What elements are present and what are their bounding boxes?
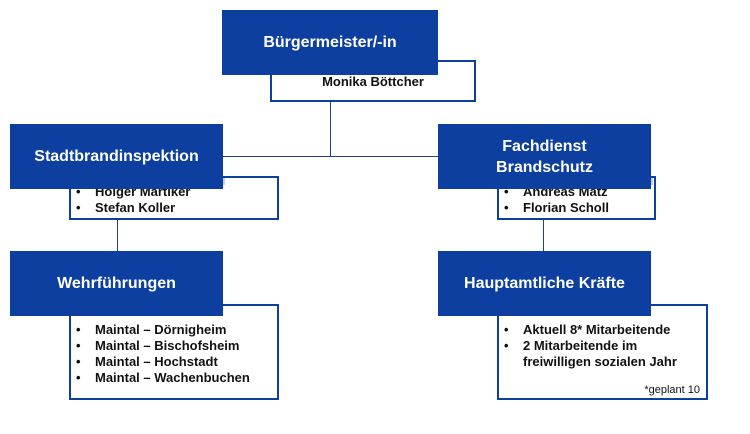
list-item: Stefan Koller [71, 200, 277, 216]
mayor-title: Bürgermeister/-in [263, 34, 397, 51]
list-item: Florian Scholl [499, 200, 654, 216]
connector-left-vertical [117, 219, 118, 251]
left-bottom-header: Wehrführungen [10, 251, 223, 316]
right-top-header: Fachdienst Brandschutz [438, 124, 651, 189]
connector-mayor-vertical [330, 101, 331, 157]
left-bottom-members-box: Maintal – Dörnigheim Maintal – Bischofsh… [69, 304, 279, 400]
list-item: Aktuell 8* Mitarbeitende [499, 322, 706, 338]
left-bottom-title: Wehrführungen [57, 275, 176, 292]
mayor-header: Bürgermeister/-in [222, 10, 438, 75]
left-bottom-member-list: Maintal – Dörnigheim Maintal – Bischofsh… [71, 322, 277, 386]
right-bottom-title: Hauptamtliche Kräfte [464, 275, 625, 292]
list-item: 2 Mitarbeitende im freiwilligen sozialen… [499, 338, 706, 370]
right-bottom-member-list: Aktuell 8* Mitarbeitende 2 Mitarbeitende… [499, 322, 706, 370]
list-item: Maintal – Wachenbuchen [71, 370, 277, 386]
right-top-title-line2: Brandschutz [496, 158, 593, 176]
footnote: *geplant 10 [644, 384, 700, 396]
right-bottom-members-box: Aktuell 8* Mitarbeitende 2 Mitarbeitende… [497, 304, 708, 400]
right-bottom-header: Hauptamtliche Kräfte [438, 251, 651, 316]
mayor-name: Monika Böttcher [322, 74, 424, 89]
left-top-header: Stadtbrandinspektion [10, 124, 223, 189]
list-item: Maintal – Dörnigheim [71, 322, 277, 338]
connector-horizontal [222, 156, 438, 157]
list-item: Maintal – Hochstadt [71, 354, 277, 370]
connector-right-vertical [543, 219, 544, 251]
right-top-title-line1: Fachdienst [502, 137, 587, 155]
left-top-title: Stadtbrandinspektion [34, 148, 199, 165]
list-item: Maintal – Bischofsheim [71, 338, 277, 354]
